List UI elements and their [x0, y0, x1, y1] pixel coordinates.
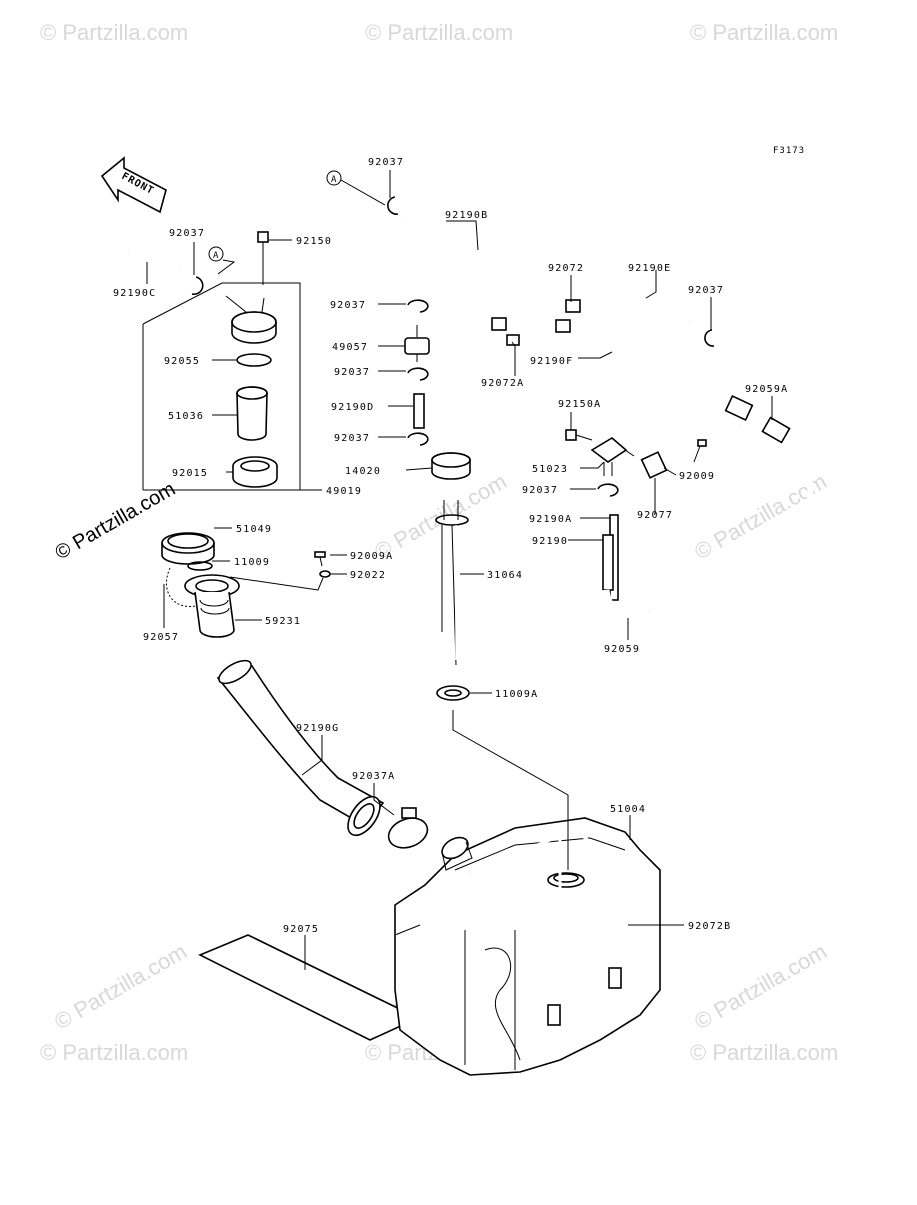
gasket-11009: [187, 561, 213, 571]
svg-text:A: A: [213, 251, 219, 261]
clip-92037: [597, 483, 619, 497]
washer-92022: [319, 570, 331, 578]
part-label-92037: 92037: [334, 367, 370, 378]
watermark: © Partzilla.com: [50, 939, 191, 1035]
part-label-92072: 92072: [548, 263, 584, 274]
part-label-51049: 51049: [236, 524, 272, 535]
inline-filter-49057: [404, 325, 430, 362]
part-label-92009a: 92009A: [350, 551, 393, 562]
fuel-cock-51023: [590, 437, 635, 476]
part-label-92059a: 92059A: [745, 384, 788, 395]
part-label-92190d: 92190D: [331, 402, 374, 413]
watermark: © Partzilla.com: [40, 1040, 188, 1065]
part-label-49019: 49019: [326, 486, 362, 497]
part-label-92072a: 92072A: [481, 378, 524, 389]
filler-neck: [184, 574, 240, 638]
bolt-92150: [257, 231, 269, 285]
ref-marker-a: A: [326, 170, 386, 206]
nut-14020: [431, 452, 471, 480]
hoses-upper: [401, 218, 742, 441]
part-label-49057: 49057: [332, 342, 368, 353]
part-label-92037: 92037: [330, 300, 366, 311]
watermark: © Partzilla.com: [365, 20, 513, 45]
svg-text:A: A: [331, 175, 337, 185]
watermark: © Partzilla.com: [40, 20, 188, 45]
part-label-92190f: 92190F: [530, 356, 573, 367]
part-label-92037: 92037: [522, 485, 558, 496]
part-label-92150: 92150: [296, 236, 332, 247]
knob-92077: [640, 451, 668, 479]
part-label-92150a: 92150A: [558, 399, 601, 410]
part-label-92190e: 92190E: [628, 263, 671, 274]
fuel-pickup-31064: [435, 500, 469, 666]
part-label-51023: 51023: [532, 464, 568, 475]
fuel-cap: [161, 532, 215, 565]
gasket-11009a: [444, 689, 462, 697]
part-label-92190g: 92190G: [296, 723, 339, 734]
screw-92009a: [314, 551, 326, 567]
watermark: © Partzilla.com: [690, 939, 831, 1035]
clamp-92072: [555, 319, 571, 333]
hose-92190d: [413, 393, 425, 429]
hose-clamp-92037a: [387, 807, 429, 849]
ref-marker-a: A: [208, 246, 236, 275]
pad-92075: [198, 934, 420, 1041]
clip-92037: [407, 299, 429, 313]
part-label-59231: 59231: [265, 616, 301, 627]
hose-92059: [598, 589, 653, 624]
part-label-92190b: 92190B: [445, 210, 488, 221]
part-label-92015: 92015: [172, 468, 208, 479]
part-label-92037: 92037: [169, 228, 205, 239]
part-label-92072b: 92072B: [688, 921, 731, 932]
part-label-92022: 92022: [350, 570, 386, 581]
part-label-92055: 92055: [164, 356, 200, 367]
clip-92037: [407, 367, 429, 381]
leader-lines: [146, 170, 773, 970]
clamp-92072a: [506, 334, 520, 346]
hose-92190c: [128, 249, 181, 272]
part-label-92190: 92190: [532, 536, 568, 547]
clip-92037: [407, 432, 429, 446]
watermark: © Partzilla.com: [690, 1040, 838, 1065]
clamp-92072a: [491, 317, 507, 331]
part-label-51036: 51036: [168, 411, 204, 422]
part-label-92077: 92077: [637, 510, 673, 521]
part-label-92037a: 92037A: [352, 771, 395, 782]
part-label-92057: 92057: [143, 632, 179, 643]
part-label-11009a: 11009A: [495, 689, 538, 700]
cap-strap: [165, 567, 197, 607]
part-label-92009: 92009: [679, 471, 715, 482]
watermark: © Partzilla.com: [690, 20, 838, 45]
gasket-11009a: [436, 685, 470, 701]
clip-92037: [704, 329, 715, 347]
part-labels: 92037 92190B 92037 92150 92190C 92072 92…: [113, 157, 788, 935]
figure-code: F3173: [773, 146, 805, 156]
part-label-92059: 92059: [604, 644, 640, 655]
filler-hose-92190g: [216, 659, 385, 837]
part-label-92037: 92037: [688, 285, 724, 296]
part-label-92037: 92037: [368, 157, 404, 168]
fuel-filter-assembly: [142, 282, 301, 491]
part-label-92075: 92075: [283, 924, 319, 935]
part-label-11009: 11009: [234, 557, 270, 568]
hose-92190: [602, 534, 614, 591]
hose-92059a: [648, 395, 814, 613]
part-label-92190a: 92190A: [529, 514, 572, 525]
fuel-tank-51004: [394, 817, 661, 1076]
part-label-92190c: 92190C: [113, 288, 156, 299]
front-arrow-icon: FRONT: [100, 156, 167, 214]
screw-92009: [693, 439, 707, 463]
clip-92037: [387, 196, 399, 215]
part-label-51004: 51004: [610, 804, 646, 815]
clamp-92072: [565, 299, 581, 313]
bolt-92150a: [565, 429, 593, 441]
part-label-31064: 31064: [487, 570, 523, 581]
clip-92037: [191, 276, 204, 296]
part-label-92037: 92037: [334, 433, 370, 444]
part-label-14020: 14020: [345, 466, 381, 477]
watermark: © Partzilla.com: [52, 478, 180, 564]
